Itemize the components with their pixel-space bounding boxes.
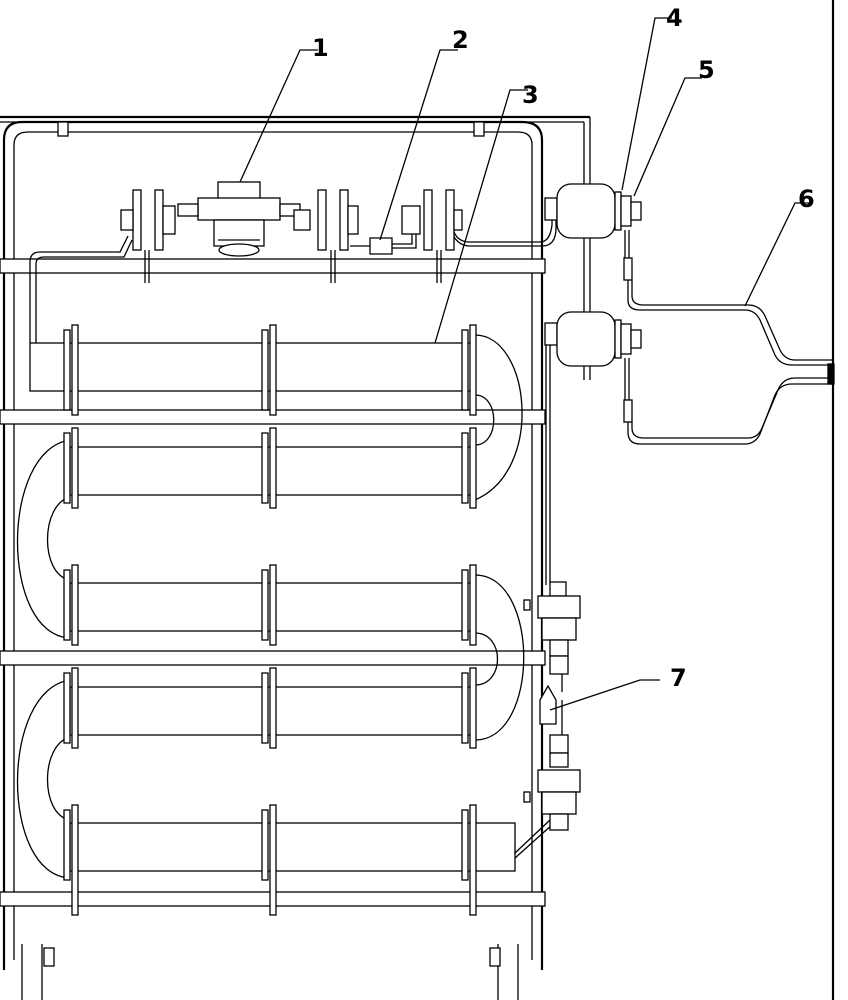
valve-body <box>177 181 301 257</box>
flange-col-3 <box>461 324 477 916</box>
callout-1: 1 <box>312 34 329 62</box>
callout-5: 5 <box>698 56 715 84</box>
drain-valve-assembly <box>523 581 581 831</box>
top-rail <box>0 115 591 380</box>
flange-col-2 <box>261 324 277 916</box>
coil-bend-right-1 <box>474 334 523 501</box>
sensor-housing-lower <box>556 311 616 367</box>
callout-4: 4 <box>666 4 683 32</box>
callout-3: 3 <box>522 81 539 109</box>
coil-bend-left-1 <box>16 439 71 639</box>
callout-7: 7 <box>670 664 687 692</box>
coil-outlet-pipe <box>514 819 554 859</box>
frame-foot-left <box>21 944 55 1000</box>
main-frame <box>0 120 546 1000</box>
tube-supports <box>63 324 477 916</box>
frame-foot-right <box>489 944 519 1000</box>
cable-harness <box>627 280 835 445</box>
small-probe <box>539 684 557 725</box>
callout-2: 2 <box>452 26 469 54</box>
coil-bend-right-2 <box>474 574 525 741</box>
coil-tube-5 <box>69 822 516 872</box>
callout-6: 6 <box>798 185 815 213</box>
sensor-housing-upper <box>556 183 616 239</box>
callout-leaders <box>239 17 812 711</box>
flange-col-1 <box>63 324 79 916</box>
coil-bend-left-2 <box>16 679 71 879</box>
outlet-pipe <box>453 205 557 247</box>
top-fittings <box>29 181 557 343</box>
inlet-pipe <box>29 235 133 343</box>
coil-tube-1 <box>29 342 476 392</box>
sensor-assembly <box>544 183 642 585</box>
